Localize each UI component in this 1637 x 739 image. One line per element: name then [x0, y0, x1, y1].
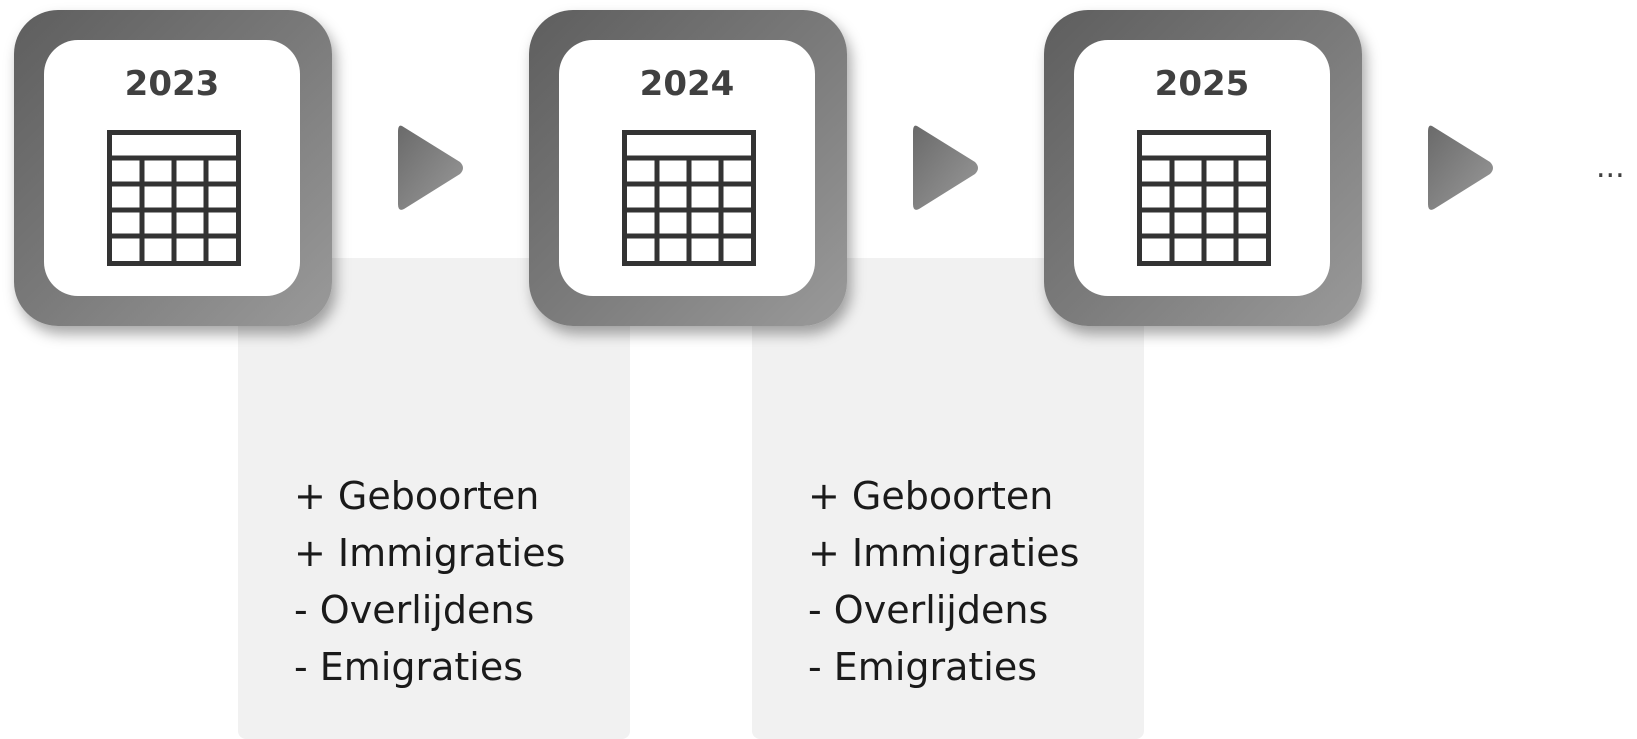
year-tile-2024: 2024	[529, 10, 847, 326]
change-item-deaths: - Overlijdens	[808, 588, 1049, 632]
change-list-1: + Geboorten + Immigraties - Overlijdens …	[294, 468, 565, 696]
year-label: 2024	[639, 64, 735, 104]
change-item-births: + Geboorten	[808, 474, 1054, 518]
change-item-immigrations: + Immigraties	[294, 531, 566, 575]
continuation-ellipsis: ...	[1596, 150, 1625, 185]
calendar-table-icon	[622, 130, 756, 266]
calendar-table-icon	[107, 130, 241, 266]
change-item-births: + Geboorten	[294, 474, 540, 518]
arrow-right-icon	[398, 125, 463, 210]
arrow-right-icon	[913, 125, 978, 210]
year-tile-face: 2024	[559, 40, 815, 296]
change-item-immigrations: + Immigraties	[808, 531, 1080, 575]
change-panel-1: + Geboorten + Immigraties - Overlijdens …	[238, 258, 630, 739]
arrow-right-icon	[1428, 125, 1493, 210]
year-tile-face: 2023	[44, 40, 300, 296]
year-label: 2023	[124, 64, 220, 104]
calendar-table-icon	[1137, 130, 1271, 266]
change-item-emigrations: - Emigraties	[808, 645, 1038, 689]
year-tile-2025: 2025	[1044, 10, 1362, 326]
year-tile-face: 2025	[1074, 40, 1330, 296]
change-item-emigrations: - Emigraties	[294, 645, 524, 689]
change-list-2: + Geboorten + Immigraties - Overlijdens …	[808, 468, 1079, 696]
change-item-deaths: - Overlijdens	[294, 588, 535, 632]
year-label: 2025	[1154, 64, 1250, 104]
year-tile-2023: 2023	[14, 10, 332, 326]
change-panel-2: + Geboorten + Immigraties - Overlijdens …	[752, 258, 1144, 739]
